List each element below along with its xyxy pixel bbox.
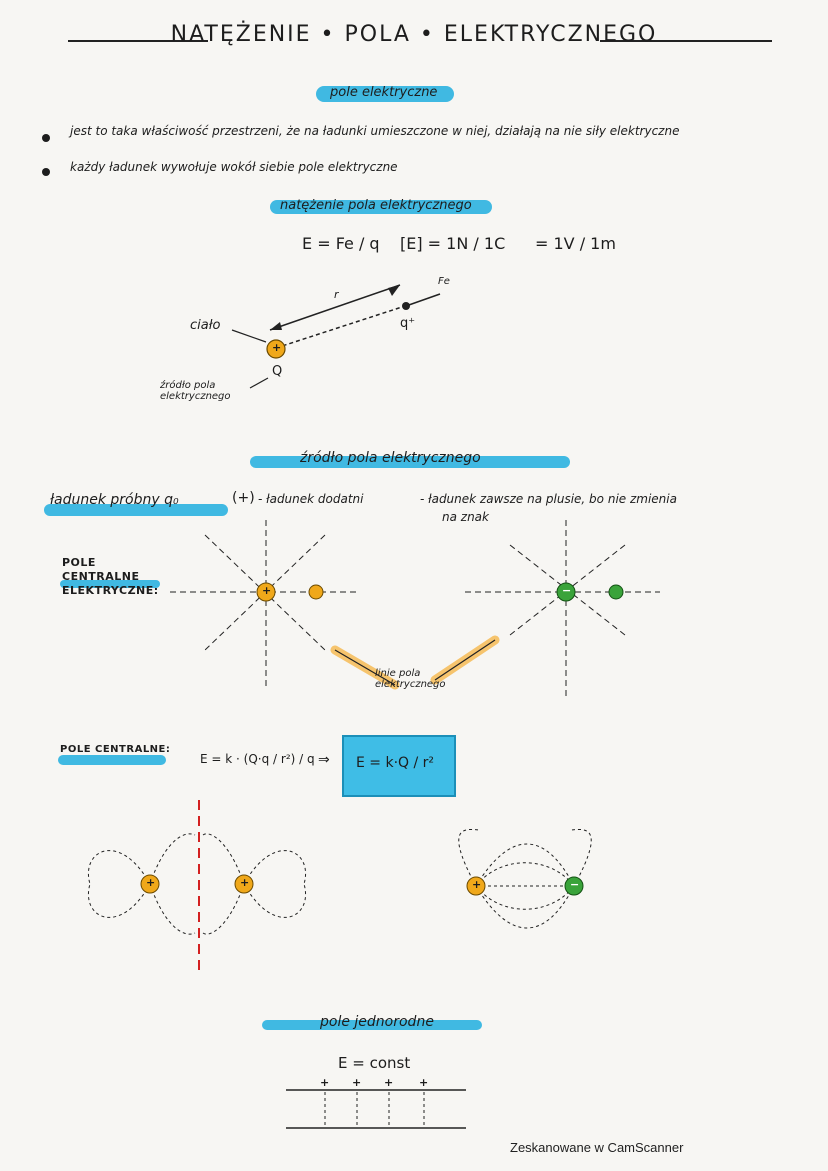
body-pointer	[231, 329, 267, 343]
central-formula-left: E = k · (Q·q / r²) / q	[200, 752, 315, 766]
formula-unit-equiv: = 1V / 1m	[535, 234, 616, 253]
uniform-formula: E = const	[338, 1054, 411, 1072]
bullet-text-2: każdy ładunek wywołuje wokół siebie pole…	[70, 160, 398, 174]
plate-plus-1: +	[320, 1076, 330, 1089]
highlight-test-charge	[44, 504, 228, 516]
r-arrow-head-b	[388, 285, 400, 296]
label-Fe: Fe	[438, 276, 450, 287]
charge-sign-dipole-pos: +	[472, 878, 482, 891]
label-source: źródło pola elektrycznego	[160, 380, 231, 402]
heading-uniform: pole jednorodne	[320, 1014, 434, 1030]
heading-source: źródło pola elektrycznego	[300, 450, 481, 466]
bullet-text-1: jest to taka właściwość przestrzeni, że …	[70, 124, 680, 138]
r-arrow	[269, 284, 401, 331]
central-field-positive	[170, 520, 360, 690]
title-rule-left	[68, 40, 208, 42]
charge-sign-dipole-neg: −	[570, 878, 580, 891]
test-charge-desc2: - ładunek zawsze na plusie, bo nie zmien…	[420, 492, 677, 506]
central-label2: POLE CENTRALNE:	[60, 744, 171, 755]
plate-plus-4: +	[419, 1076, 429, 1089]
formula-E: E = Fe / q	[302, 234, 380, 253]
label-q: q⁺	[400, 316, 416, 331]
heading-field: pole elektryczne	[330, 85, 438, 100]
highlight-intensity	[270, 200, 492, 214]
heading-intensity: natężenie pola elektrycznego	[280, 198, 472, 213]
page-title: NATĘŻENIE • POLA • ELEKTRYCZNEGO	[170, 22, 658, 47]
label-body: ciało	[190, 318, 221, 333]
bullet-dot	[42, 134, 50, 142]
charge-sign-pair-1: +	[146, 876, 156, 889]
highlight-central-field	[60, 580, 160, 588]
dipole-field	[458, 829, 592, 929]
label-r: r	[334, 288, 339, 301]
charge-sign-central-neg: −	[562, 584, 572, 597]
central-formula-box	[342, 735, 456, 797]
field-lines-pointer-left-ink	[334, 649, 396, 686]
q-point	[402, 302, 410, 310]
implies-arrow: ⇒	[318, 752, 330, 768]
highlight-uniform	[262, 1020, 482, 1030]
uniform-field	[286, 1089, 466, 1129]
field-lines-pointer-right-ink	[434, 639, 496, 681]
central-field-label: POLE CENTRALNE ELEKTRYCZNE:	[62, 556, 159, 597]
test-charge-label: ładunek próbny q₀	[50, 492, 179, 508]
test-charge-sign: (+)	[232, 490, 255, 506]
two-positive-field	[88, 800, 306, 970]
charge-sign-central-pos: +	[262, 584, 272, 597]
label-Q: Q	[272, 364, 283, 379]
central-field-negative	[465, 520, 660, 698]
formula-unit: [E] = 1N / 1C	[400, 234, 506, 253]
central-formula-result: E = k·Q / r²	[356, 755, 435, 771]
highlight-central-label2	[58, 755, 166, 765]
charge-sign-pair-2: +	[240, 876, 250, 889]
dashed-connector	[275, 305, 406, 349]
Fe-vector	[405, 293, 441, 307]
scanner-footer: Zeskanowane w CamScanner	[510, 1140, 684, 1155]
source-pointer	[249, 377, 269, 389]
r-arrow-head-a	[270, 322, 282, 330]
bullet-dot	[42, 168, 50, 176]
plate-plus-2: +	[352, 1076, 362, 1089]
field-lines-label: linie pola elektrycznego	[375, 668, 446, 690]
title-rule-right	[600, 40, 772, 42]
Q-charge	[266, 339, 286, 359]
highlight-field	[316, 86, 454, 102]
test-charge-desc1: - ładunek dodatni	[258, 492, 364, 506]
plate-plus-3: +	[384, 1076, 394, 1089]
highlight-source	[250, 456, 570, 468]
charge-sign-Q: +	[272, 341, 282, 354]
test-charge-desc3: na znak	[442, 510, 489, 524]
